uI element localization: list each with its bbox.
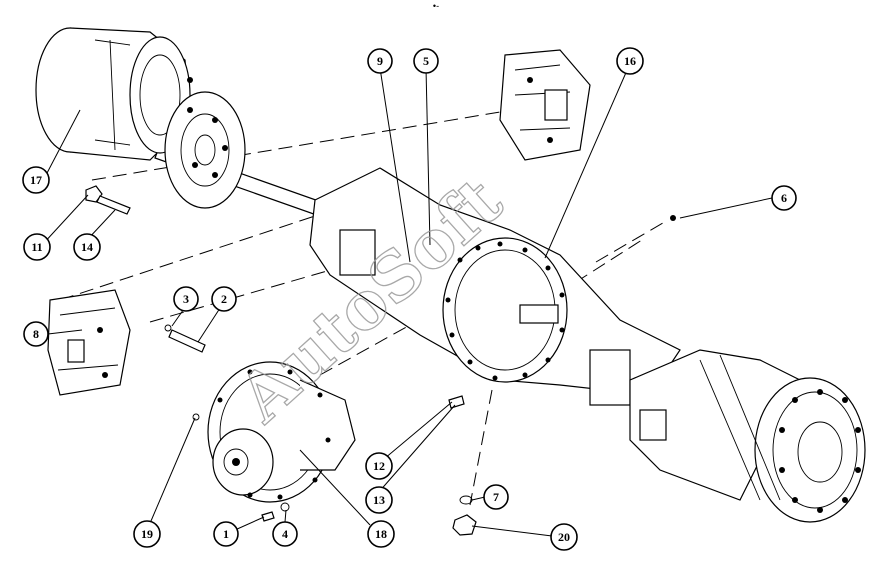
callout-3: 3 [173, 286, 199, 312]
callout-5: 5 [413, 48, 439, 74]
brake-caliper-left [47, 289, 131, 396]
corner-mark: •- [433, 1, 439, 11]
wheel-hub-left [35, 27, 246, 209]
callout-20: 20 [550, 523, 578, 551]
svg-text:17: 17 [30, 173, 42, 187]
svg-text:9: 9 [377, 54, 383, 68]
callout-4: 4 [272, 521, 298, 547]
callout-9: 9 [367, 48, 393, 74]
brake-caliper-upper [499, 49, 591, 161]
svg-text:7: 7 [493, 490, 499, 504]
callout-16: 16 [616, 47, 644, 75]
callout-13: 13 [365, 486, 393, 514]
callout-12: 12 [365, 452, 393, 480]
svg-text:20: 20 [558, 530, 570, 544]
callout-18: 18 [367, 520, 395, 548]
callout-17: 17 [22, 166, 50, 194]
svg-text:2: 2 [221, 292, 227, 306]
housing-bolt-holes [445, 241, 565, 381]
svg-text:12: 12 [373, 459, 385, 473]
differential-carrier [207, 361, 356, 503]
callout-8: 8 [23, 321, 49, 347]
right-hub-bolts [779, 389, 861, 513]
svg-text:4: 4 [282, 527, 288, 541]
callout-labels: 1 2 3 4 5 6 7 8 9 11 12 13 14 16 17 18 1… [22, 47, 797, 551]
svg-text:8: 8 [33, 327, 39, 341]
svg-text:18: 18 [375, 527, 387, 541]
callout-7: 7 [483, 484, 509, 510]
callout-11: 11 [23, 233, 51, 261]
wheel-hub-right [629, 349, 866, 523]
callout-14: 14 [73, 233, 101, 261]
svg-text:16: 16 [624, 54, 636, 68]
bolt-assembly-2-3 [164, 324, 206, 353]
svg-text:19: 19 [141, 527, 153, 541]
svg-text:1: 1 [223, 527, 229, 541]
bolt-11-14 [85, 185, 131, 215]
svg-text:14: 14 [81, 240, 93, 254]
svg-text:13: 13 [373, 493, 385, 507]
svg-text:5: 5 [423, 54, 429, 68]
small-fasteners [192, 215, 676, 536]
svg-text:3: 3 [183, 292, 189, 306]
callout-2: 2 [211, 286, 237, 312]
svg-text:11: 11 [31, 240, 42, 254]
svg-text:6: 6 [781, 191, 787, 205]
callout-6: 6 [771, 185, 797, 211]
leader-lines [41, 67, 773, 537]
callout-19: 19 [133, 520, 161, 548]
callout-1: 1 [213, 521, 239, 547]
